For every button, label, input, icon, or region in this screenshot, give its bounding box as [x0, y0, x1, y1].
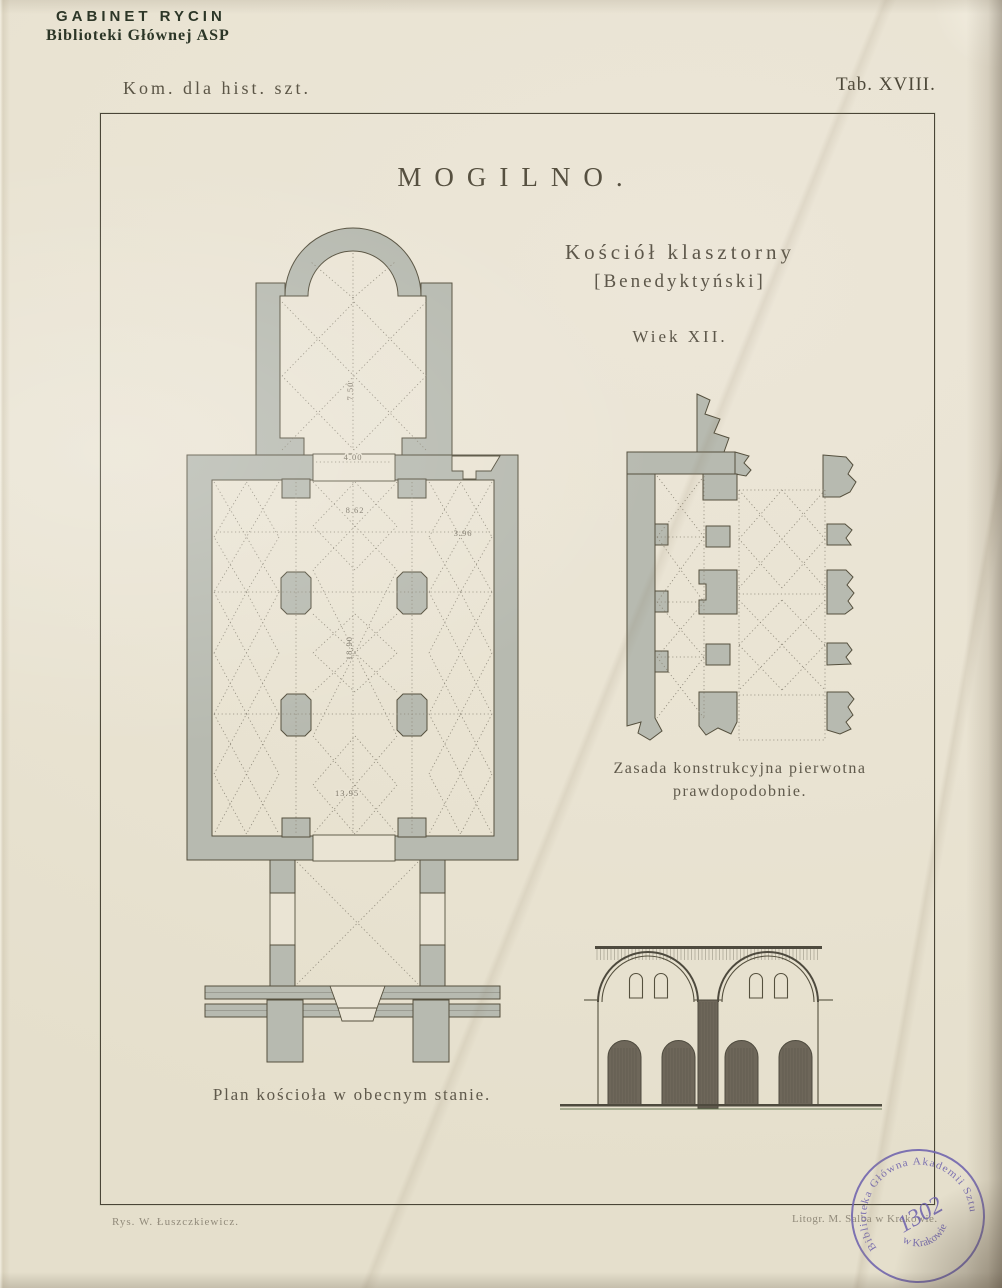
svg-text:Biblioteka Główna Akademii Szt: Biblioteka Główna Akademii Sztuk Pięknyc…: [0, 45, 981, 1288]
stamp-ring-text: Biblioteka Główna Akademii Sztuk Pięknyc…: [0, 45, 981, 1288]
